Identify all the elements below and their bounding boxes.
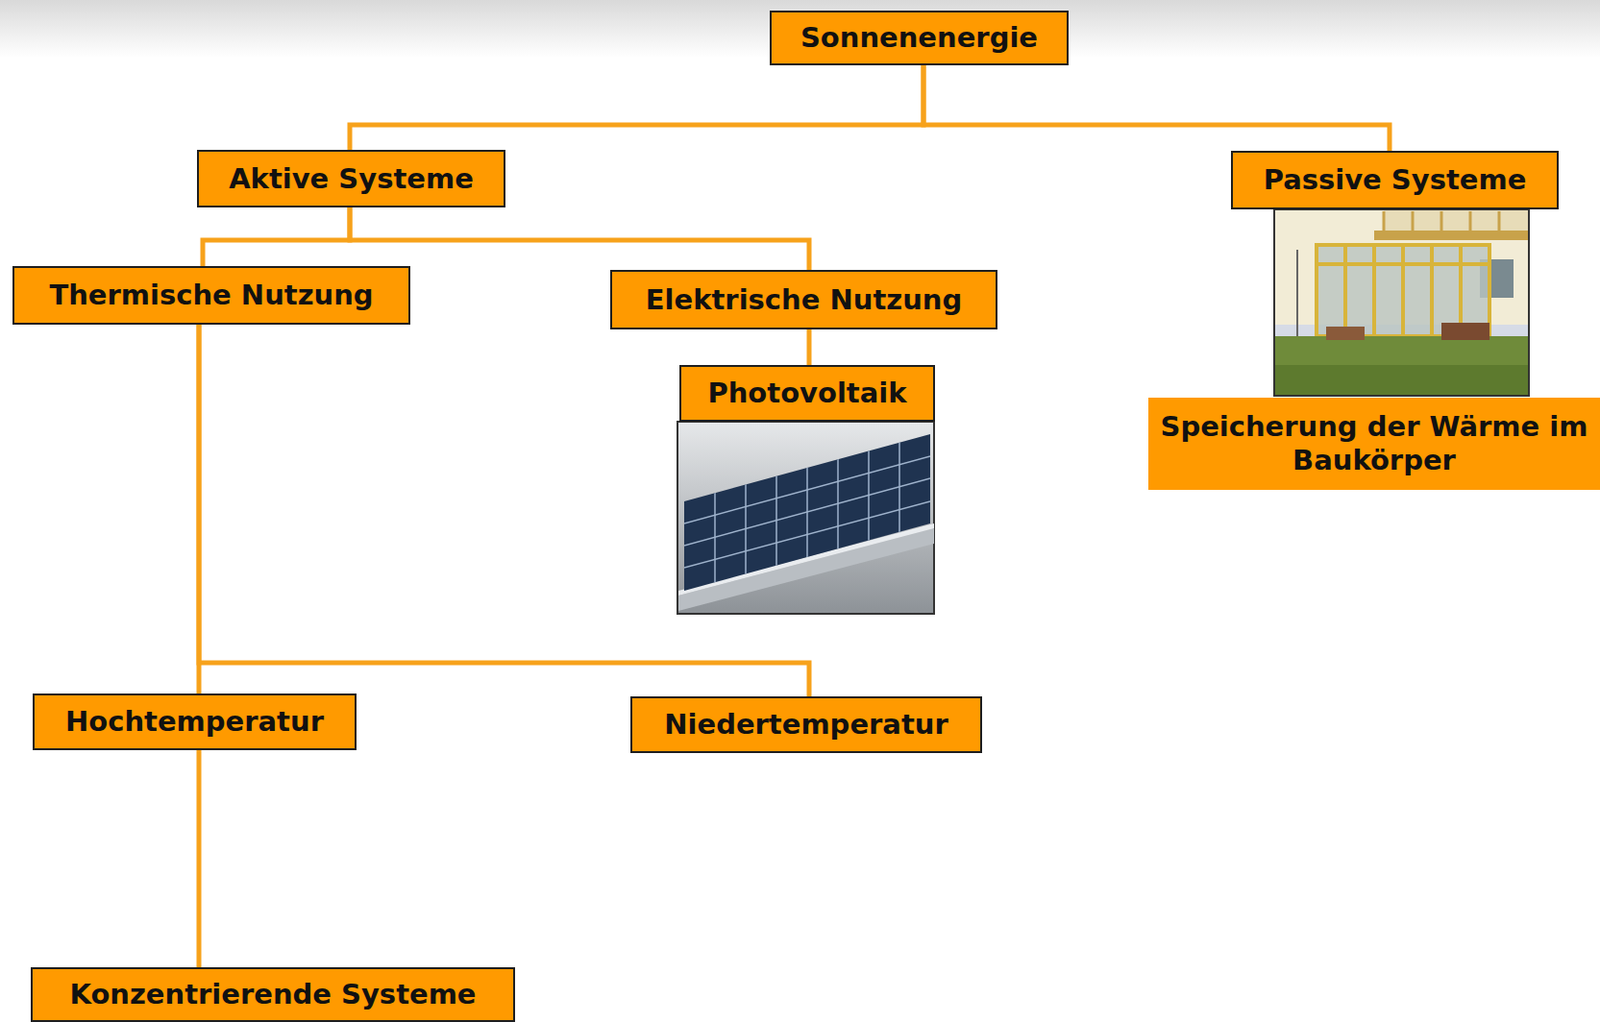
connector-line: [807, 329, 813, 366]
connector-line: [202, 207, 350, 267]
box-label: Speicherung der Wärme im Baukörper: [1159, 410, 1589, 478]
box-label: Passive Systeme: [1263, 163, 1527, 197]
connector-line: [923, 65, 1390, 151]
category-box: Passive Systeme: [1230, 150, 1559, 210]
box-label: Elektrische Nutzung: [645, 283, 962, 318]
box-label: Niedertemperatur: [664, 708, 948, 742]
category-box: Konzentrierende Systeme: [30, 967, 516, 1022]
box-label: Konzentrierende Systeme: [69, 978, 476, 1012]
connector-line: [349, 207, 810, 271]
solar-panel-photo: [677, 421, 935, 615]
box-label: Thermische Nutzung: [49, 278, 373, 313]
category-box: Elektrische Nutzung: [610, 270, 998, 330]
box-label: Hochtemperatur: [65, 705, 324, 739]
category-box: Niedertemperatur: [630, 696, 983, 754]
box-label: Photovoltaik: [707, 376, 907, 411]
box-label: Aktive Systeme: [228, 162, 474, 197]
category-box: Photovoltaik: [679, 365, 936, 422]
connector-line: [196, 750, 202, 968]
category-box: Sonnenenergie: [769, 10, 1069, 66]
category-box: Aktive Systeme: [196, 149, 506, 208]
category-box: Thermische Nutzung: [12, 266, 411, 325]
connector-line: [349, 65, 924, 150]
box-label: Sonnenenergie: [800, 21, 1038, 55]
category-box: Hochtemperatur: [32, 693, 357, 751]
sunroom-house-photo: [1274, 209, 1529, 396]
category-box: Speicherung der Wärme im Baukörper: [1148, 397, 1600, 491]
